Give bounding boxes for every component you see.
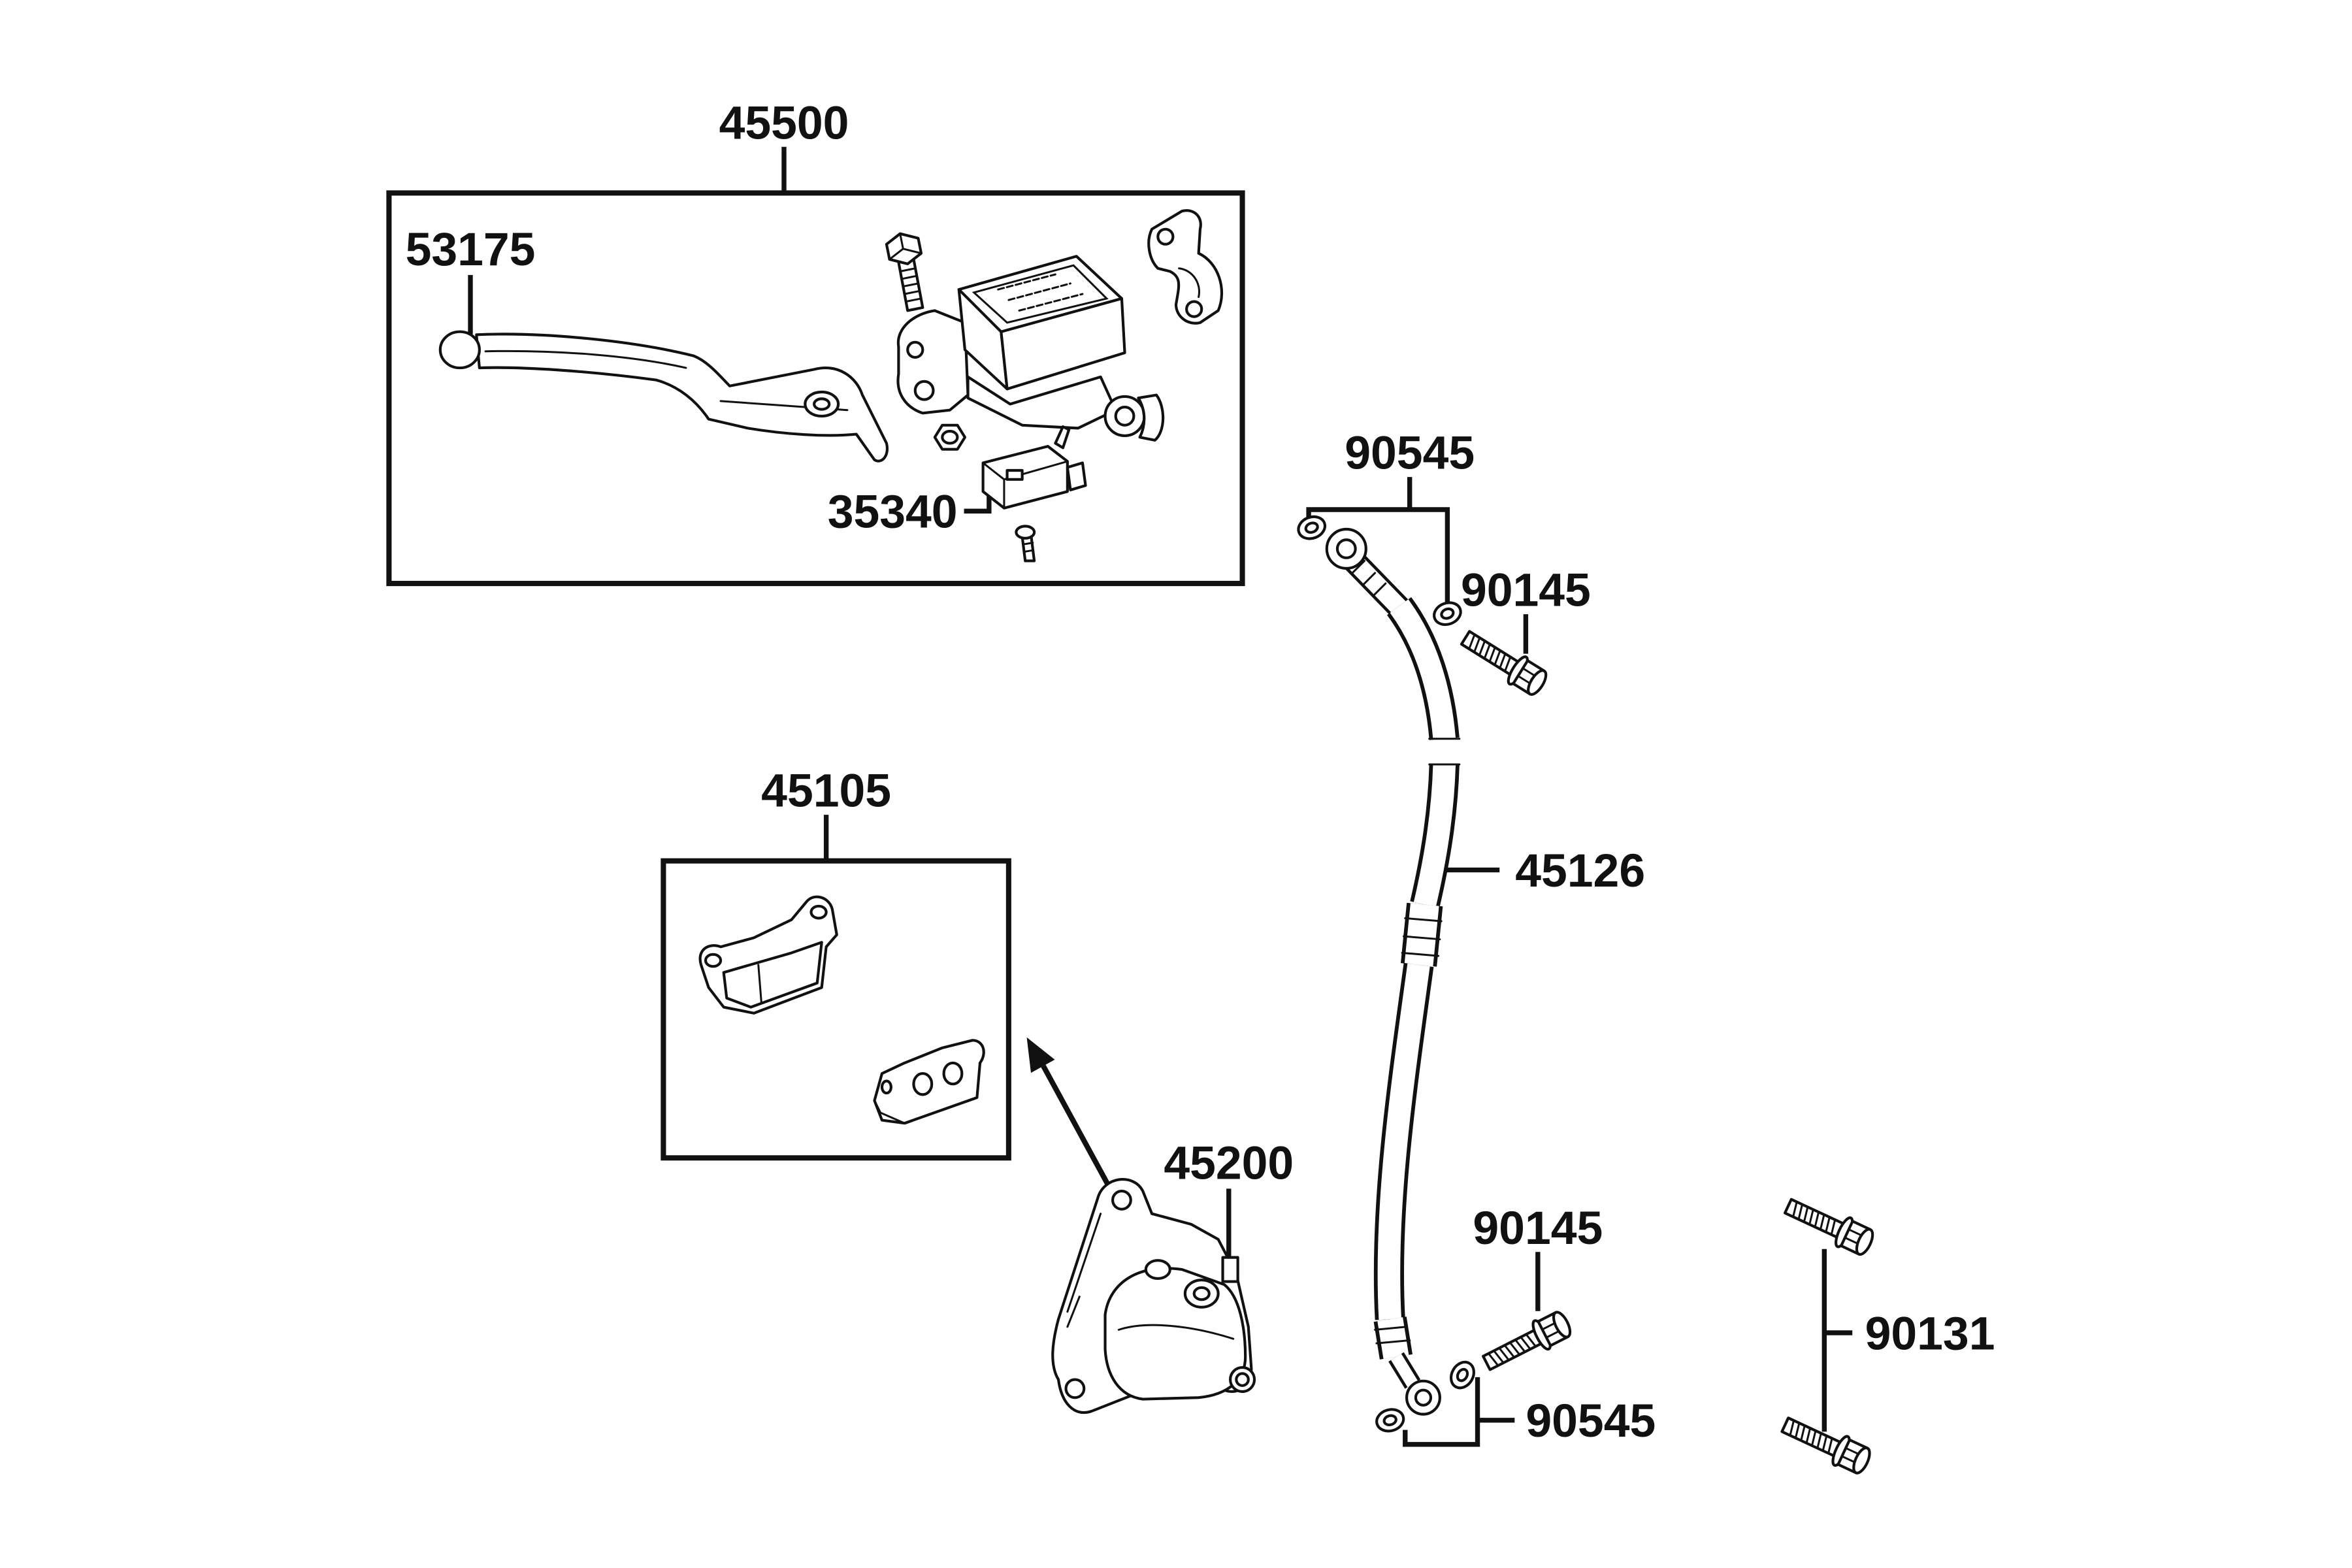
brake-lever-icon: [438, 330, 889, 463]
handlebar-clamp-icon: [1147, 209, 1224, 325]
callout-45126: 45126: [1515, 845, 1645, 897]
brake-hose-icon: [1345, 552, 1461, 1389]
banjo-fitting-bottom-icon: [1405, 1379, 1441, 1416]
callout-45200: 45200: [1164, 1137, 1294, 1190]
stop-switch-icon: [981, 425, 1087, 510]
callout-45105: 45105: [761, 765, 891, 817]
brake-caliper-icon: [1051, 1178, 1256, 1414]
brake-pad-icon: [873, 1039, 985, 1125]
washer-icon: [1374, 1407, 1405, 1434]
washer-icon: [1431, 599, 1463, 629]
assembly-frame: [386, 190, 1245, 587]
caliper-bolt-top-icon: [1782, 1192, 1877, 1258]
switch-screw-icon: [1015, 525, 1036, 563]
mounting-bolt-icon: [885, 232, 924, 312]
banjo-bolt-bottom-icon: [1479, 1308, 1574, 1377]
callout-90545-bottom: 90545: [1526, 1395, 1656, 1447]
reservoir-icon: [957, 255, 1126, 391]
arrow-icon: [1026, 1037, 1111, 1186]
callout-53175: 53175: [406, 223, 536, 276]
washer-icon: [1446, 1358, 1478, 1392]
callout-90545-top: 90545: [1345, 427, 1475, 480]
brake-pad-icon: [698, 895, 838, 1015]
washer-icon: [1296, 513, 1328, 542]
callout-45500: 45500: [719, 97, 849, 149]
leader-lines: [468, 146, 1853, 1447]
callout-35340: 35340: [828, 486, 958, 538]
callout-90131: 90131: [1865, 1307, 1995, 1360]
banjo-bolt-top-icon: [1457, 625, 1550, 699]
banjo-fitting-top-icon: [1325, 527, 1367, 570]
master-cylinder-icon: [885, 232, 1165, 451]
callout-90145-bottom: 90145: [1473, 1202, 1603, 1254]
pad-set-frame: [661, 858, 1011, 1161]
callout-90145-top: 90145: [1461, 564, 1591, 617]
nut-icon: [933, 423, 966, 451]
